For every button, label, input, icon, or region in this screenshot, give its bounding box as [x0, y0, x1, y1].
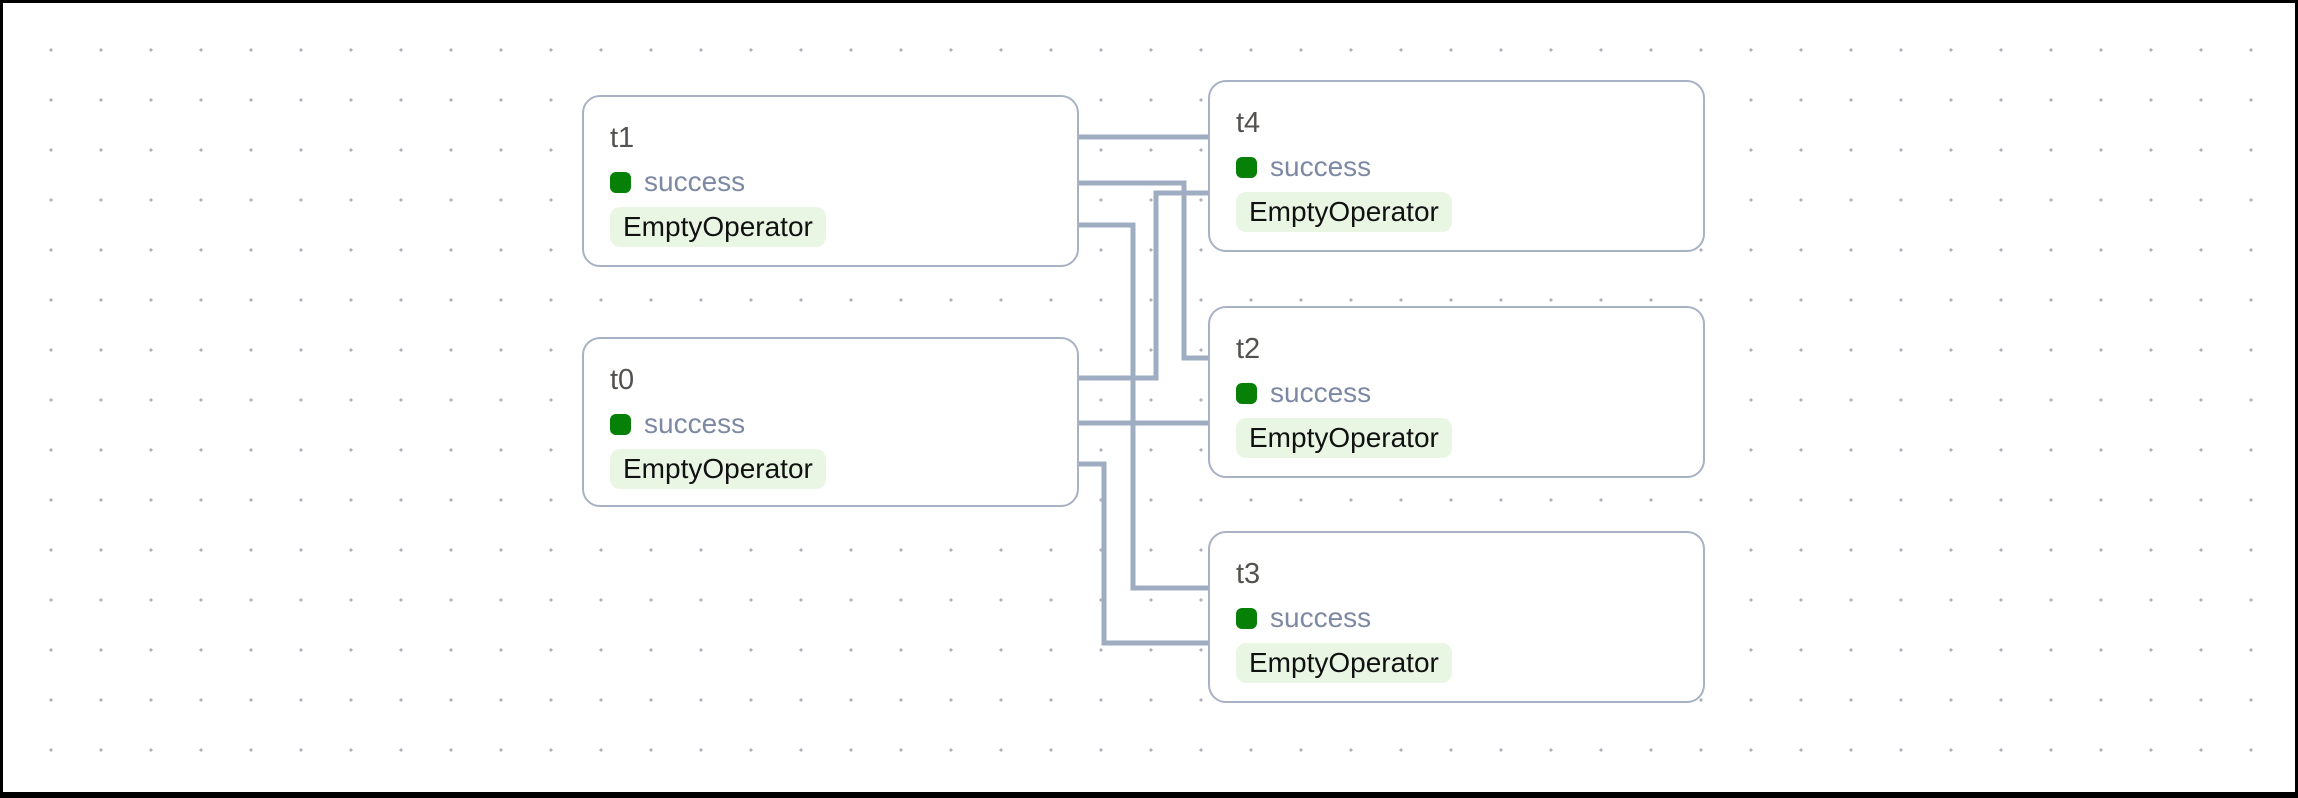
- operator-badge: EmptyOperator: [1236, 418, 1452, 458]
- task-title: t1: [610, 122, 635, 154]
- success-square-icon: [1236, 382, 1257, 404]
- operator-badge: EmptyOperator: [610, 207, 826, 247]
- task-status-row: success: [1236, 152, 1371, 182]
- task-status-row: success: [610, 167, 745, 197]
- status-label: success: [1270, 602, 1372, 633]
- status-label: success: [644, 166, 746, 197]
- operator-badge: EmptyOperator: [1236, 643, 1452, 683]
- status-label: success: [1270, 377, 1372, 408]
- status-label: success: [1270, 151, 1372, 182]
- task-title: t0: [610, 364, 635, 396]
- operator-badge: EmptyOperator: [610, 449, 826, 489]
- task-title: t4: [1236, 107, 1261, 139]
- success-square-icon: [1236, 156, 1257, 178]
- success-square-icon: [610, 413, 631, 435]
- edge-t0-t3: [1079, 461, 1208, 646]
- edge-t1-t2: [1079, 180, 1208, 361]
- status-label: success: [644, 408, 746, 439]
- operator-badge: EmptyOperator: [1236, 192, 1452, 232]
- success-square-icon: [1236, 607, 1257, 629]
- task-status-row: success: [1236, 603, 1371, 633]
- edge-t0-t4: [1079, 190, 1208, 381]
- success-square-icon: [610, 171, 631, 193]
- task-title: t3: [1236, 558, 1261, 590]
- task-status-row: success: [1236, 378, 1371, 408]
- edge-t1-t3: [1079, 222, 1208, 591]
- task-status-row: success: [610, 409, 745, 439]
- task-title: t2: [1236, 333, 1261, 365]
- edge-layer: [1079, 134, 1208, 646]
